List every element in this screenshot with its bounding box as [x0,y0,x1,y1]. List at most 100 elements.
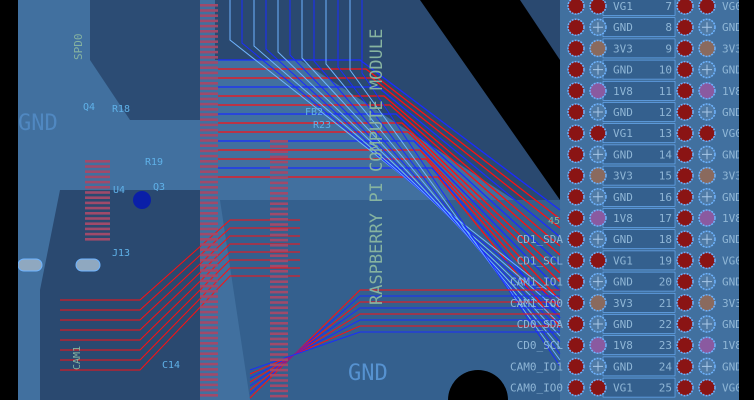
pin-pad[interactable] [676,230,694,248]
smd-pad [270,337,288,341]
smd-pad [200,108,218,111]
pin-pad[interactable] [589,166,607,185]
pin-pad[interactable] [676,145,694,164]
pin-pad[interactable] [676,124,694,142]
pin-net-label-right: GND [722,148,742,161]
smd-pad [270,275,288,278]
smd-pad [270,212,288,216]
pin-pad[interactable] [676,60,694,79]
pin-pad[interactable] [567,272,585,291]
pin-pad[interactable] [567,82,585,100]
gnd-cross-icon [593,149,603,160]
pin-pad[interactable] [676,336,694,354]
smd-pad [200,378,218,381]
signal-label: CD1_SCL [517,254,564,267]
smd-pad [200,14,218,17]
pin-pad[interactable] [676,315,694,333]
pin-pad[interactable] [698,294,716,312]
pin-pad[interactable] [676,209,694,227]
pin-pad[interactable] [698,82,716,100]
pin-pad[interactable] [698,124,716,142]
designator-q3: Q3 [153,182,165,193]
smd-pad [200,66,218,69]
pin-pad[interactable] [676,0,694,15]
smd-pad [270,389,288,393]
pin-pad[interactable] [698,336,716,354]
pin-pad[interactable] [676,272,694,291]
pin-pad[interactable] [676,188,694,206]
smd-pad [85,160,110,163]
smd-pad [200,87,218,90]
pin-pad[interactable] [567,294,585,312]
trace [241,0,561,307]
pin-pad[interactable] [589,294,607,312]
pin-pad[interactable] [567,315,585,333]
pin-pad[interactable] [567,336,585,354]
pin-pad[interactable] [567,251,585,270]
trace [60,235,300,321]
pin-pad[interactable] [676,378,694,397]
pin-pad[interactable] [676,294,694,312]
pin-pad[interactable] [589,0,607,15]
pin-pad[interactable] [567,18,585,36]
pin-pad[interactable] [676,166,694,185]
pin-pad[interactable] [589,39,607,58]
pin-pad[interactable] [567,166,585,185]
pin-pad[interactable] [589,378,607,397]
pin-pad[interactable] [698,209,716,227]
pin-pad[interactable] [567,378,585,397]
pin-pad[interactable] [698,166,716,185]
trace [60,227,300,311]
pin-pad[interactable] [567,103,585,121]
pin-pad[interactable] [676,103,694,121]
pin-pad[interactable] [567,209,585,227]
pin-pad[interactable] [589,82,607,100]
trace [218,95,561,247]
pin-pad[interactable] [676,82,694,100]
pin-pad[interactable] [698,39,716,58]
smd-pad [200,4,218,7]
pin-pad[interactable] [698,378,716,397]
smd-pad [200,336,218,340]
pin-pad[interactable] [567,230,585,248]
gnd-cross-icon [702,149,712,160]
smd-pad [270,160,288,164]
smd-pad [270,290,288,294]
smd-pad [200,201,218,205]
smd-pad [270,171,288,174]
pin-pad[interactable] [567,188,585,206]
smd-pad [200,300,218,303]
pin-pad[interactable] [567,357,585,376]
smd-pad [85,186,110,189]
pin-pad[interactable] [676,357,694,376]
smd-pad [200,321,218,324]
pin-net-label: GND [613,148,633,161]
trace [361,0,561,367]
pin-pad[interactable] [676,39,694,58]
pin-pad[interactable] [589,336,607,354]
pin-pad[interactable] [676,251,694,270]
designator-j13: J13 [112,248,130,259]
smd-pad [200,71,218,75]
pin-pad[interactable] [589,124,607,142]
smd-pad [270,176,288,179]
pin-pad[interactable] [698,251,716,270]
pin-pad[interactable] [567,0,585,15]
pin-pad[interactable] [567,124,585,142]
pin-pad[interactable] [567,60,585,79]
pin-net-label: GND [613,191,633,204]
pin-number: 7 [665,0,672,13]
pin-pad[interactable] [589,209,607,227]
smd-pad [200,149,218,153]
pin-pad[interactable] [676,18,694,36]
pin-pad[interactable] [567,39,585,58]
pin-pad[interactable] [567,145,585,164]
pin-pad[interactable] [589,251,607,270]
gnd-cross-icon [593,319,603,329]
pin-pad[interactable] [698,0,716,15]
